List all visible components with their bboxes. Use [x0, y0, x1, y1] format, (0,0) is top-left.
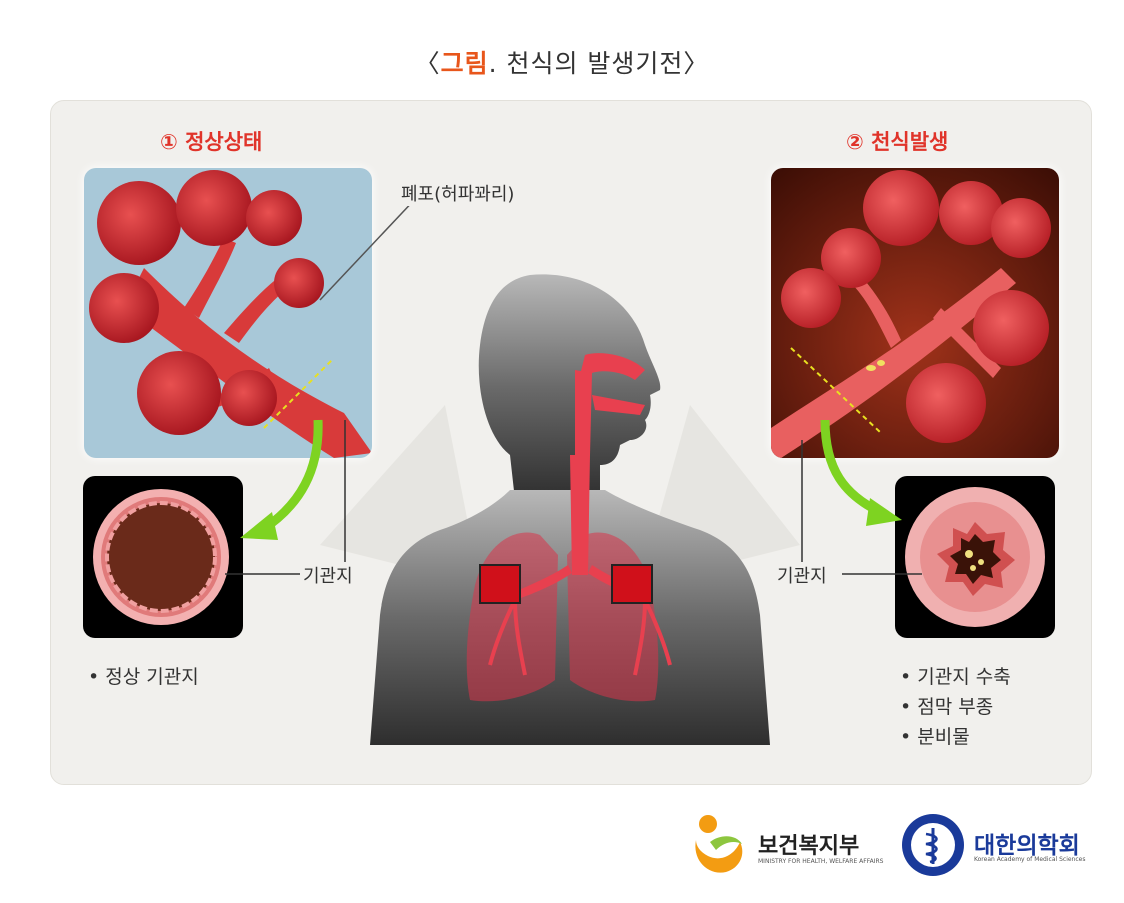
- note-item: 정상 기관지: [88, 662, 199, 692]
- mohw-subtitle: MINISTRY FOR HEALTH, WELFARE AFFAIRS: [758, 858, 883, 865]
- note-item: 분비물: [900, 722, 1011, 752]
- asthma-notes: 기관지 수축 점막 부종 분비물: [900, 662, 1011, 752]
- note-item: 기관지 수축: [900, 662, 1011, 692]
- right-green-arrow: [825, 420, 880, 512]
- kams-name: 대한의학회: [974, 826, 1080, 860]
- kams-emblem-icon: [900, 812, 966, 878]
- mohw-name: 보건복지부: [758, 828, 859, 860]
- alveoli-label: 폐포(허파꽈리): [398, 180, 517, 206]
- right-bronchus-label: 기관지: [774, 562, 830, 588]
- note-item: 점막 부종: [900, 692, 1011, 722]
- normal-notes: 정상 기관지: [88, 662, 199, 692]
- mohw-logo-icon: [690, 812, 746, 878]
- kams-subtitle: Korean Academy of Medical Sciences: [974, 856, 1085, 863]
- left-bronchus-label: 기관지: [300, 562, 356, 588]
